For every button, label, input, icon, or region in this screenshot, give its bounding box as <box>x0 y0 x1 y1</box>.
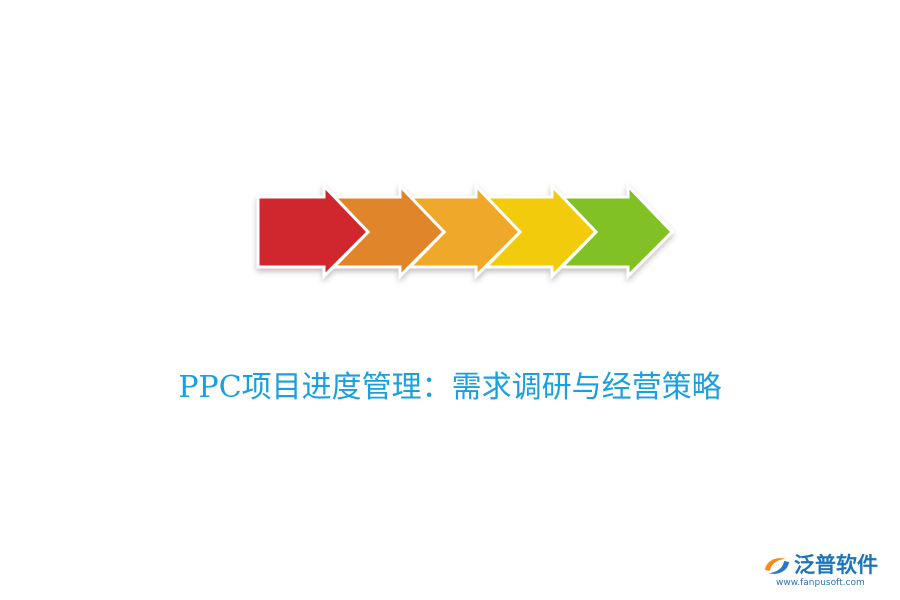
page-title: PPC项目进度管理：需求调研与经营策略 <box>178 370 722 405</box>
logo-url: www.fanpusoft.com <box>776 578 865 588</box>
chevron-arrow-1 <box>256 182 371 280</box>
logo-mark-icon <box>765 558 789 574</box>
logo-name: 泛普软件 <box>794 553 878 577</box>
brand-logo: 泛普软件 www.fanpusoft.com <box>762 553 890 593</box>
